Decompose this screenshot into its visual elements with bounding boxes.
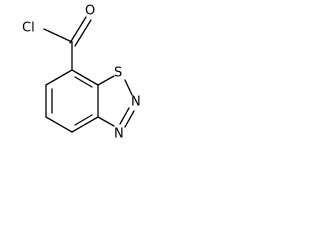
bond-n-n-double-1 xyxy=(119,107,130,125)
bond-ring-c5-c4 xyxy=(45,116,73,133)
bond-ring-c7a-c7 xyxy=(71,69,99,86)
bond-sulfur-nitrogen xyxy=(124,79,133,96)
bond-n-n-double-2 xyxy=(124,110,135,128)
molecule-diagram: Cl O S N N xyxy=(22,4,141,142)
nitrogen-label-1: N xyxy=(131,95,141,110)
bond-ring-c4-c3a xyxy=(71,116,99,133)
bond-nitrogen-c3a xyxy=(97,116,115,127)
bond-ring-c7-c6 xyxy=(45,69,73,86)
bond-c7a-sulfur xyxy=(97,75,115,86)
chlorine-label: Cl xyxy=(22,21,35,36)
structure-canvas: Cl O S N N xyxy=(0,0,153,154)
sulfur-label: S xyxy=(114,66,122,81)
nitrogen-label-2: N xyxy=(114,127,124,142)
oxygen-label: O xyxy=(85,4,95,19)
bond-carbonyl-double-2 xyxy=(74,19,92,47)
bond-ring-inner-double-bottom xyxy=(74,114,93,126)
bond-carbonyl-carbon-chlorine xyxy=(43,28,73,43)
bond-ring-inner-double-top xyxy=(74,76,93,88)
bond-carbonyl-double-1 xyxy=(69,16,87,44)
